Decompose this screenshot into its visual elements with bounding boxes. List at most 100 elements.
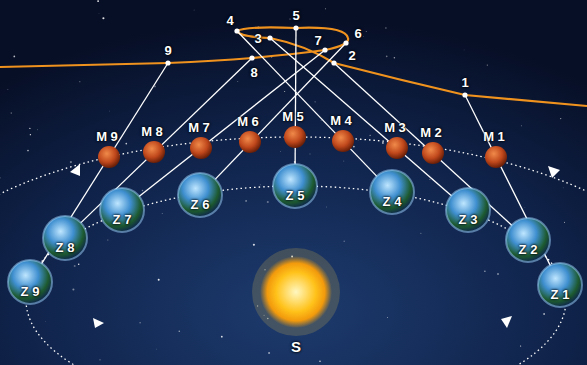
star bbox=[370, 135, 371, 136]
star bbox=[125, 143, 127, 145]
path-point bbox=[343, 40, 348, 45]
callout-number: 4 bbox=[226, 13, 233, 28]
star bbox=[7, 89, 9, 91]
mars bbox=[190, 137, 212, 159]
star bbox=[268, 352, 270, 354]
star bbox=[221, 336, 223, 338]
star bbox=[267, 201, 269, 203]
star bbox=[319, 360, 321, 362]
star bbox=[79, 81, 80, 82]
mars-label: M 8 bbox=[141, 124, 163, 139]
earth bbox=[43, 216, 87, 260]
star bbox=[30, 134, 31, 135]
orbit-arrow bbox=[93, 318, 104, 328]
earth-label: Z 7 bbox=[113, 212, 132, 227]
sight-line bbox=[214, 43, 346, 181]
sight-line bbox=[237, 31, 378, 178]
star bbox=[344, 241, 345, 242]
mars-label: M 1 bbox=[483, 129, 505, 144]
earth-label: Z 9 bbox=[21, 284, 40, 299]
star bbox=[309, 153, 311, 155]
star bbox=[326, 206, 328, 208]
path-point bbox=[462, 92, 467, 97]
mars bbox=[386, 137, 408, 159]
earth bbox=[506, 218, 550, 262]
star bbox=[497, 273, 499, 275]
apparent-path bbox=[0, 27, 587, 106]
mars-orbit bbox=[0, 137, 587, 365]
planet-group bbox=[8, 25, 582, 307]
star bbox=[237, 81, 238, 82]
star bbox=[253, 244, 255, 246]
star bbox=[259, 184, 261, 186]
earth-label: Z 3 bbox=[459, 212, 478, 227]
callout-number: 5 bbox=[292, 8, 299, 23]
star bbox=[139, 322, 140, 323]
star bbox=[463, 49, 465, 51]
star bbox=[520, 345, 521, 346]
star bbox=[470, 150, 472, 152]
earth-label: Z 5 bbox=[286, 188, 305, 203]
orbit-arrow bbox=[70, 164, 80, 176]
mars bbox=[485, 146, 507, 168]
earth bbox=[538, 263, 582, 307]
callout-number: 1 bbox=[461, 75, 468, 90]
star bbox=[325, 8, 326, 9]
star bbox=[387, 316, 389, 318]
callout-number: 9 bbox=[164, 43, 171, 58]
star bbox=[107, 239, 109, 241]
mars bbox=[332, 130, 354, 152]
sight-line bbox=[465, 95, 551, 267]
star bbox=[385, 27, 386, 28]
callout-number: 6 bbox=[354, 26, 361, 41]
star bbox=[37, 129, 39, 131]
earth-label: Z 2 bbox=[519, 242, 538, 257]
star bbox=[564, 222, 565, 223]
star bbox=[560, 118, 561, 119]
mars bbox=[239, 131, 261, 153]
orbit-arrow bbox=[548, 166, 560, 178]
path-point bbox=[322, 47, 327, 52]
star bbox=[109, 110, 111, 112]
path-point bbox=[331, 60, 336, 65]
star bbox=[366, 31, 367, 32]
orbit-arrow bbox=[501, 316, 512, 328]
star bbox=[315, 101, 316, 102]
earth-label: Z 6 bbox=[191, 197, 210, 212]
star bbox=[158, 279, 160, 281]
star bbox=[44, 321, 46, 323]
star bbox=[487, 65, 488, 66]
star bbox=[353, 146, 355, 148]
star bbox=[357, 139, 359, 141]
mars bbox=[143, 141, 165, 163]
star bbox=[97, 0, 99, 2]
earth bbox=[178, 173, 222, 217]
star bbox=[484, 271, 485, 272]
star bbox=[99, 359, 100, 360]
sun-glow bbox=[252, 248, 340, 336]
earth-label: Z 1 bbox=[551, 287, 570, 302]
star bbox=[343, 160, 345, 162]
star bbox=[521, 125, 522, 126]
star bbox=[284, 91, 285, 92]
star bbox=[280, 151, 282, 153]
callout-number: 3 bbox=[254, 31, 261, 46]
star bbox=[289, 18, 290, 19]
mars-label: M 3 bbox=[384, 120, 406, 135]
callout-number: 2 bbox=[348, 48, 355, 63]
earth bbox=[100, 188, 144, 232]
star bbox=[179, 331, 181, 333]
star bbox=[429, 179, 431, 181]
mars-label: M 2 bbox=[420, 125, 442, 140]
mars bbox=[422, 142, 444, 164]
mars-label: M 4 bbox=[330, 113, 352, 128]
path-point bbox=[249, 55, 254, 60]
star bbox=[142, 190, 144, 192]
star bbox=[420, 233, 421, 234]
mars bbox=[98, 146, 120, 168]
star bbox=[74, 265, 76, 267]
sun bbox=[260, 256, 332, 328]
star bbox=[102, 17, 104, 19]
